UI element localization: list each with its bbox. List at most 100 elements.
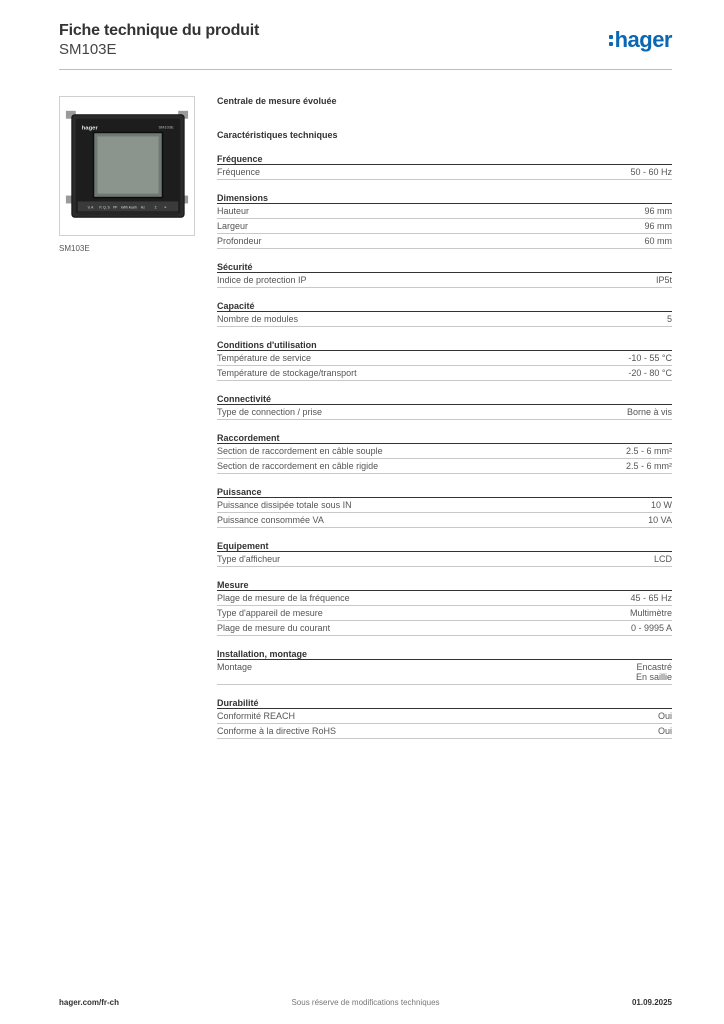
spec-row: Température de service -10 - 55 °C — [217, 351, 672, 366]
key-label: kWh kvarh — [121, 205, 137, 209]
spec-label: Type d'afficheur — [217, 554, 281, 564]
spec-section-frequency: Fréquence Fréquence 50 - 60 Hz — [217, 153, 672, 180]
product-name: Centrale de mesure évoluée — [217, 96, 337, 106]
spec-value: -20 - 80 °C — [628, 368, 672, 378]
lcd-screen — [97, 136, 159, 194]
section-title: Sécurité — [217, 261, 672, 273]
section-title: Capacité — [217, 300, 672, 312]
section-title: Fréquence — [217, 153, 672, 165]
hager-logo: hager — [608, 27, 673, 52]
spec-section-capacity: Capacité Nombre de modules 5 — [217, 300, 672, 327]
spec-row: Puissance consommée VA 10 VA — [217, 513, 672, 528]
spec-label: Indice de protection IP — [217, 275, 307, 285]
key-label: P, Q, S — [99, 205, 110, 209]
spec-value-line: En saillie — [635, 672, 672, 682]
spec-label: Hauteur — [217, 206, 250, 216]
section-title: Equipement — [217, 540, 672, 552]
spec-label: Type d'appareil de mesure — [217, 608, 323, 618]
section-title: Raccordement — [217, 432, 672, 444]
spec-section-operating-conditions: Conditions d'utilisation Température de … — [217, 339, 672, 381]
key-label: PF — [113, 205, 117, 209]
mounting-clip — [65, 110, 76, 119]
spec-value-line: Encastré — [636, 662, 672, 672]
key-label: Hz — [141, 205, 145, 209]
spec-section-connection: Raccordement Section de raccordement en … — [217, 432, 672, 474]
spec-value: Encastré En saillie — [636, 662, 672, 682]
page-header: Fiche technique du produit SM103E hager — [59, 20, 673, 70]
device-brand: hager — [82, 126, 99, 132]
spec-section-equipment: Equipement Type d'afficheur LCD — [217, 540, 672, 567]
technical-characteristics-heading: Caractéristiques techniques — [217, 130, 338, 140]
energy-meter-illustration: hager SM103E V, A P, Q, S PF kWh kvarh H… — [65, 110, 189, 218]
spec-label: Largeur — [217, 221, 249, 231]
spec-row: Nombre de modules 5 — [217, 312, 672, 327]
spec-value: LCD — [653, 554, 672, 564]
spec-label: Puissance consommée VA — [217, 515, 324, 525]
footer-notice: Sous réserve de modifications techniques — [291, 998, 440, 1007]
button-row — [77, 211, 179, 216]
device-model: SM103E — [159, 125, 174, 130]
section-title: Installation, montage — [217, 648, 672, 660]
spec-row: Indice de protection IP IP5t — [217, 273, 672, 288]
product-image: hager SM103E V, A P, Q, S PF kWh kvarh H… — [59, 96, 195, 236]
spec-row: Plage de mesure du courant 0 - 9995 A — [217, 621, 672, 636]
spec-row: Type d'appareil de mesure Multimètre — [217, 606, 672, 621]
spec-value: IP5t — [655, 275, 672, 285]
spec-row: Largeur 96 mm — [217, 219, 672, 234]
image-caption: SM103E — [59, 244, 90, 253]
spec-section-connectivity: Connectivité Type de connection / prise … — [217, 393, 672, 420]
footer-date: 01.09.2025 — [631, 998, 672, 1007]
spec-section-installation: Installation, montage Montage Encastré E… — [217, 648, 672, 685]
page-footer: hager.com/fr-ch Sous réserve de modifica… — [59, 996, 672, 1010]
section-title: Dimensions — [217, 192, 672, 204]
spec-row: Plage de mesure de la fréquence 45 - 65 … — [217, 591, 672, 606]
document-title: Fiche technique du produit — [59, 22, 260, 39]
spec-label: Conforme à la directive RoHS — [217, 726, 337, 736]
spec-section-safety: Sécurité Indice de protection IP IP5t — [217, 261, 672, 288]
spec-label: Conformité REACH — [217, 711, 296, 721]
spec-label: Profondeur — [217, 236, 262, 246]
spec-row: Puissance dissipée totale sous IN 10 W — [217, 498, 672, 513]
spec-value: 10 W — [650, 500, 672, 510]
footer-website-link[interactable]: hager.com/fr-ch — [59, 998, 120, 1007]
spec-label: Section de raccordement en câble rigide — [217, 461, 379, 471]
spec-value: Oui — [657, 726, 672, 736]
spec-row: Montage Encastré En saillie — [217, 660, 672, 685]
spec-value: 2.5 - 6 mm² — [625, 461, 672, 471]
spec-label: Type de connection / prise — [217, 407, 323, 417]
spec-value: 2.5 - 6 mm² — [625, 446, 672, 456]
section-title: Durabilité — [217, 697, 672, 709]
spec-value: 45 - 65 Hz — [630, 593, 672, 603]
spec-value: Borne à vis — [626, 407, 672, 417]
key-label: V, A — [88, 205, 95, 209]
spec-label: Puissance dissipée totale sous IN — [217, 500, 352, 510]
spec-value: Oui — [657, 711, 672, 721]
spec-label: Plage de mesure du courant — [217, 623, 331, 633]
spec-section-measurement: Mesure Plage de mesure de la fréquence 4… — [217, 579, 672, 636]
spec-label: Fréquence — [217, 167, 261, 177]
spec-value: 60 mm — [644, 236, 672, 246]
section-title: Connectivité — [217, 393, 672, 405]
mounting-clip — [65, 195, 76, 204]
key-strip — [77, 201, 179, 212]
section-title: Mesure — [217, 579, 672, 591]
logo-text: hager — [614, 27, 673, 52]
spec-value: 96 mm — [644, 221, 672, 231]
key-label: Σ — [155, 205, 157, 209]
spec-section-power: Puissance Puissance dissipée totale sous… — [217, 486, 672, 528]
spec-section-sustainability: Durabilité Conformité REACH Oui Conforme… — [217, 697, 672, 739]
spec-row: Hauteur 96 mm — [217, 204, 672, 219]
key-label: ≡ — [164, 205, 166, 209]
spec-value: 5 — [666, 314, 672, 324]
spec-value: -10 - 55 °C — [628, 353, 672, 363]
product-reference: SM103E — [59, 41, 117, 58]
spec-row: Profondeur 60 mm — [217, 234, 672, 249]
spec-label: Montage — [217, 662, 253, 672]
spec-label: Température de service — [217, 353, 312, 363]
spec-value: 10 VA — [648, 515, 672, 525]
spec-value: 0 - 9995 A — [630, 623, 672, 633]
logo-dots-icon — [608, 34, 613, 46]
spec-row: Conformité REACH Oui — [217, 709, 672, 724]
section-title: Puissance — [217, 486, 672, 498]
spec-row: Fréquence 50 - 60 Hz — [217, 165, 672, 180]
